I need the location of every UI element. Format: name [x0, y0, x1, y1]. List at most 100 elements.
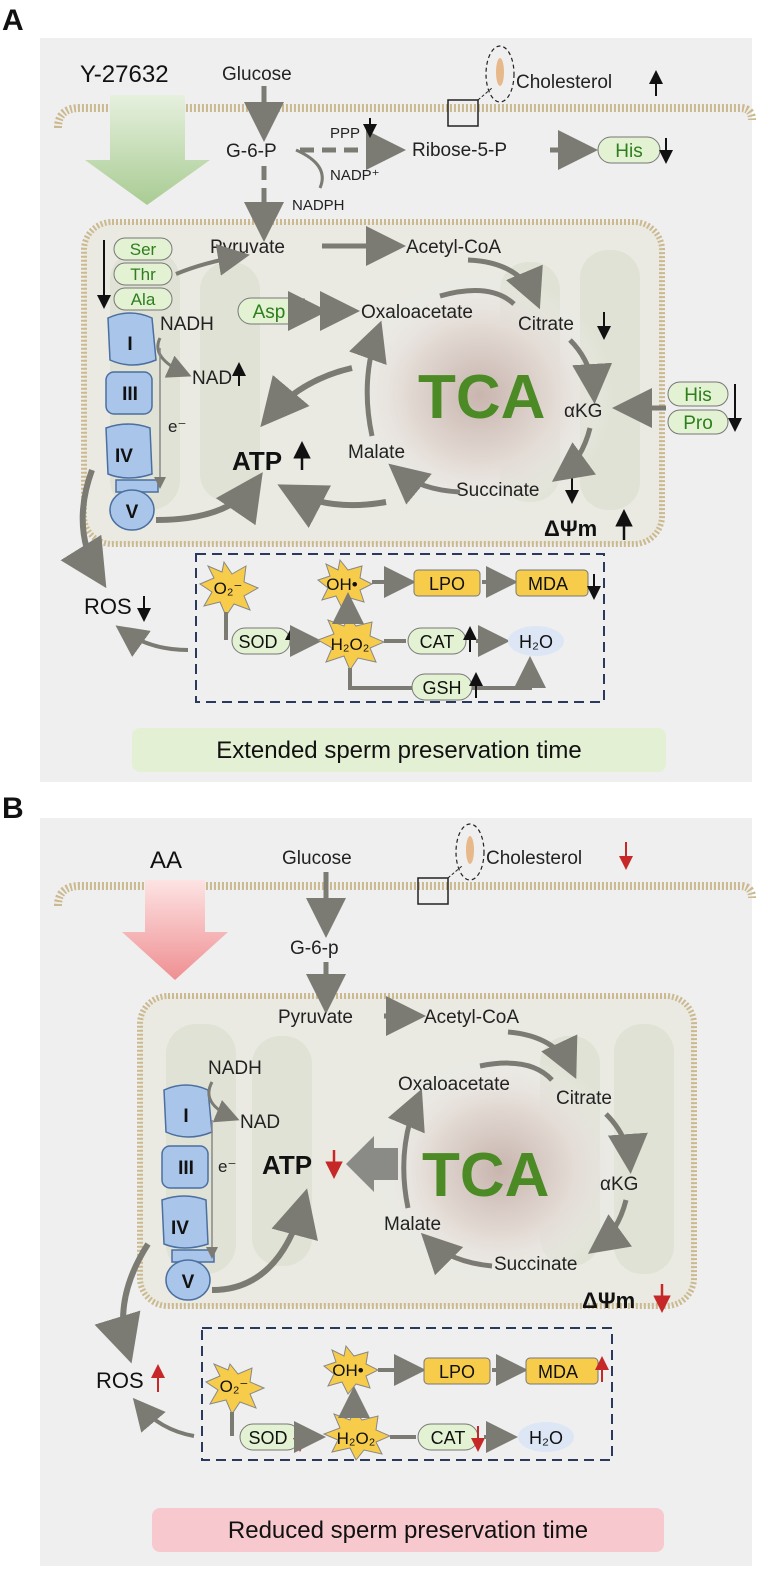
cat-b: CAT — [431, 1428, 466, 1448]
antioxidant-box-b — [201, 1327, 613, 1461]
atp-b: ATP — [262, 1150, 312, 1180]
antioxidant-box-a — [195, 553, 605, 703]
complex-1-a: I — [127, 334, 132, 355]
thr-badge — [113, 262, 173, 286]
nadp-a: NADP⁺ — [330, 167, 380, 184]
complex-4-a: IV — [115, 446, 133, 467]
h2o2-b: H₂O₂ — [337, 1429, 376, 1448]
succinate-b: Succinate — [494, 1254, 577, 1275]
pro-a: Pro — [683, 413, 713, 434]
tca-arc-citrate-akg-b — [604, 1112, 648, 1174]
tca-arc-akg-succinate-b — [587, 1199, 633, 1254]
acetyl-to-citrate-arrow — [467, 257, 543, 310]
tca-arc-malate-oxaloacetate — [349, 320, 387, 437]
tca-arc-akg-succinate — [551, 427, 597, 482]
membrane-zoom-box-a — [447, 99, 479, 127]
h2o2-a: H₂O₂ — [331, 635, 370, 654]
akg-a: αKG — [564, 401, 602, 422]
ala-a: Ala — [131, 290, 156, 309]
thr-a: Thr — [130, 265, 156, 284]
tca-arc-malate-oxaloacetate-b — [387, 1088, 425, 1209]
tca-arc-citrate-akg — [568, 338, 613, 404]
malate-a: Malate — [348, 442, 405, 463]
gsh-a: GSH — [422, 678, 461, 698]
e-a: e⁻ — [168, 417, 186, 436]
g6p-b: G-6-p — [290, 938, 339, 959]
o2-a: O₂⁻ — [214, 579, 243, 598]
panel-a: A Y-27632 Glucose G-6-P PPP Ribose-5-P H… — [2, 4, 756, 782]
mda-b: MDA — [538, 1362, 578, 1382]
acetyl-to-citrate-arrow-b — [507, 1029, 578, 1080]
cholesterol-a: Cholesterol — [516, 72, 612, 93]
panel-a-letter: A — [2, 4, 24, 37]
complex-v-to-atp-arrow — [155, 472, 263, 526]
nadph-a: NADPH — [292, 197, 345, 214]
h2o2-burst-b — [322, 1409, 392, 1461]
cholesterol-molecule-a — [485, 45, 515, 103]
malate-b: Malate — [384, 1214, 441, 1235]
tca-b: TCA — [422, 1141, 549, 1210]
pyruvate-a: Pyruvate — [210, 237, 285, 258]
caption-a-background — [132, 728, 666, 772]
lpo-box-b — [423, 1357, 491, 1385]
nad-a: NAD — [192, 368, 232, 389]
treatment-a: Y-27632 — [80, 61, 169, 88]
treatment-b: AA — [150, 847, 182, 874]
etc-to-ros-arrow-a — [60, 468, 107, 589]
tca-arc-succinate-malate-b — [420, 1232, 493, 1276]
cholesterol-molecule-b — [455, 823, 485, 881]
oh-b: OH• — [332, 1361, 364, 1380]
scavenging-to-ros-arrow-a — [115, 625, 189, 657]
nadh-to-nad-arrow — [156, 337, 192, 378]
nadh-b: NADH — [208, 1058, 262, 1079]
ser-badge — [113, 237, 173, 261]
cat-a: CAT — [420, 632, 455, 652]
complex-3-a: III — [122, 384, 138, 405]
citrate-a: Citrate — [518, 314, 574, 335]
lpo-box-a — [413, 569, 481, 597]
ros-b: ROS — [96, 1368, 144, 1393]
o2-b: O₂⁻ — [220, 1377, 249, 1396]
tca-to-atp-arrow-2 — [277, 484, 387, 528]
acetyl-a: Acetyl-CoA — [406, 237, 501, 258]
treatment-arrow-a — [85, 95, 210, 205]
asp-a: Asp — [253, 302, 286, 323]
mda-box-b — [525, 1357, 599, 1385]
complex-4-b: IV — [171, 1218, 189, 1239]
dpsi-b: ΔΨm — [582, 1288, 635, 1313]
complex-5-b: V — [182, 1272, 195, 1293]
panel-b: B AA Glucose G-6-p Cholesterol Pyruvate … — [2, 792, 756, 1566]
succinate-a: Succinate — [456, 480, 539, 501]
acetyl-b: Acetyl-CoA — [424, 1007, 519, 1028]
mda-a: MDA — [528, 574, 568, 594]
ros-a: ROS — [84, 594, 132, 619]
oh-a: OH• — [326, 575, 358, 594]
lpo-a: LPO — [429, 574, 465, 594]
e-b: e⁻ — [218, 1157, 236, 1176]
scavenging-to-ros-arrow-b — [132, 1397, 195, 1438]
treatment-arrow-b — [122, 880, 228, 980]
amino-to-pyruvate-arrow — [175, 244, 250, 276]
cat-badge-a — [407, 627, 467, 655]
oxaloacetate-a: Oxaloacetate — [361, 302, 473, 323]
oxaloacetate-b: Oxaloacetate — [398, 1074, 510, 1095]
nadp-curve — [295, 148, 324, 189]
his-top-a: His — [615, 141, 642, 162]
caption-b-background — [152, 1508, 664, 1552]
cholesterol-b: Cholesterol — [486, 848, 582, 869]
h2o-b: H₂O — [529, 1428, 563, 1448]
etc-complexes-b — [161, 1084, 215, 1301]
complex-5-a: V — [126, 502, 139, 523]
tca-to-atp-arrow-b — [346, 1136, 398, 1192]
his-right-badge — [667, 381, 729, 407]
nadh-to-nad-arrow-b — [207, 1081, 240, 1123]
complex-1-b: I — [183, 1106, 188, 1127]
citrate-b: Citrate — [556, 1088, 612, 1109]
tca-glow-a — [345, 270, 615, 520]
tca-to-atp-arrow-1 — [260, 365, 353, 428]
tca-arc-1-b — [479, 1060, 554, 1082]
his-right-a: His — [684, 385, 711, 406]
h2o-a: H₂O — [519, 632, 553, 652]
pyruvate-b: Pyruvate — [278, 1007, 353, 1028]
